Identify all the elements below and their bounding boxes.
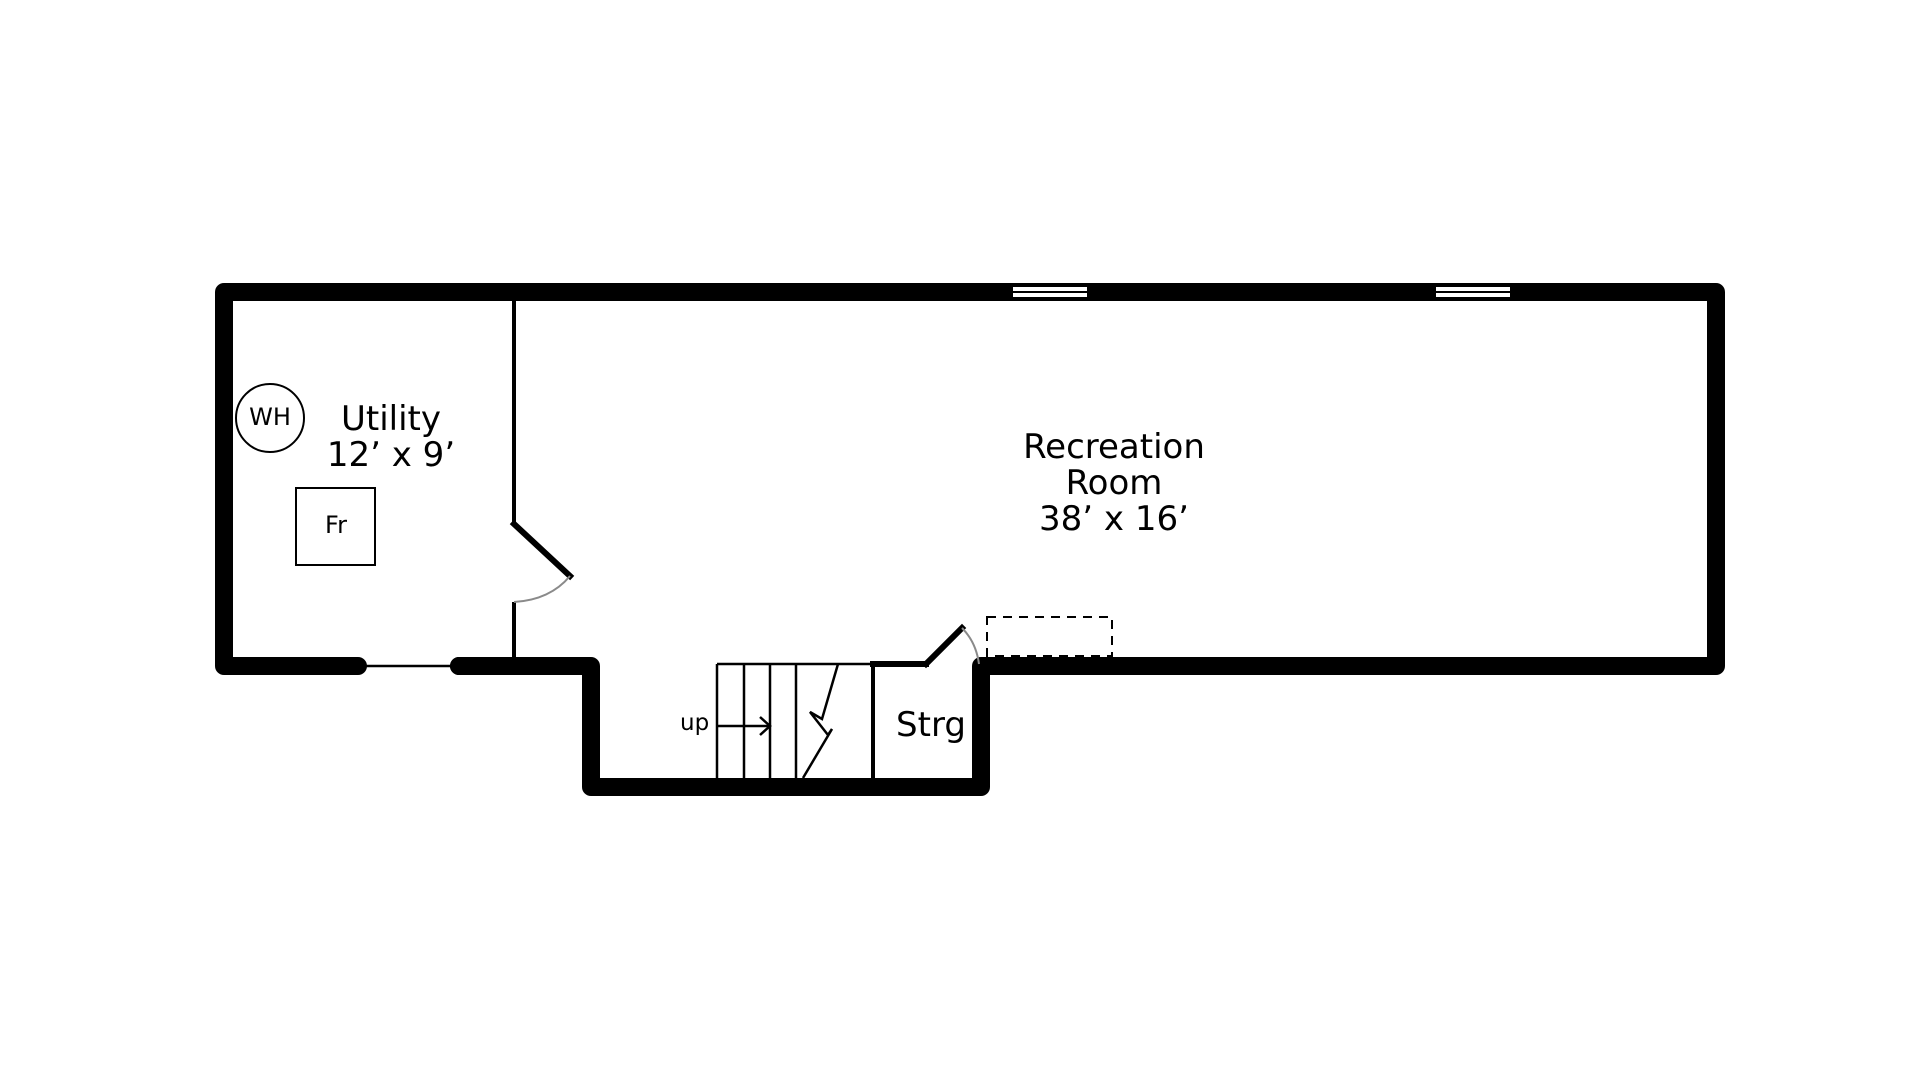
furnace-label: Fr [325, 511, 347, 539]
water-heater-icon [235, 383, 305, 453]
storage-door-leaf [921, 623, 967, 669]
water-heater-label: WH [249, 403, 291, 431]
storage-room-name: Strg [896, 705, 966, 745]
recreation-room-name-line2: Room [1066, 463, 1163, 503]
exterior-wall-main [215, 283, 1725, 796]
utility-door-leaf [509, 519, 575, 581]
window-2 [1425, 285, 1521, 299]
utility-room-name: Utility [341, 399, 441, 439]
storage-door-swing [961, 627, 980, 665]
window-1 [1002, 285, 1098, 299]
furnace-icon [295, 487, 376, 566]
utility-door-swing [513, 575, 571, 603]
stair-arrowhead [759, 716, 772, 736]
dashed-outline [986, 616, 1113, 657]
stair-direction-label: up [680, 710, 709, 736]
recreation-room-dimensions: 38’ x 16’ [1039, 499, 1189, 539]
utility-room-dimensions: 12’ x 9’ [327, 435, 455, 475]
staircase [715, 662, 873, 779]
stair-break-line [801, 663, 840, 779]
exterior-walls [215, 283, 1725, 796]
recreation-room-name-line1: Recreation [1023, 427, 1205, 467]
